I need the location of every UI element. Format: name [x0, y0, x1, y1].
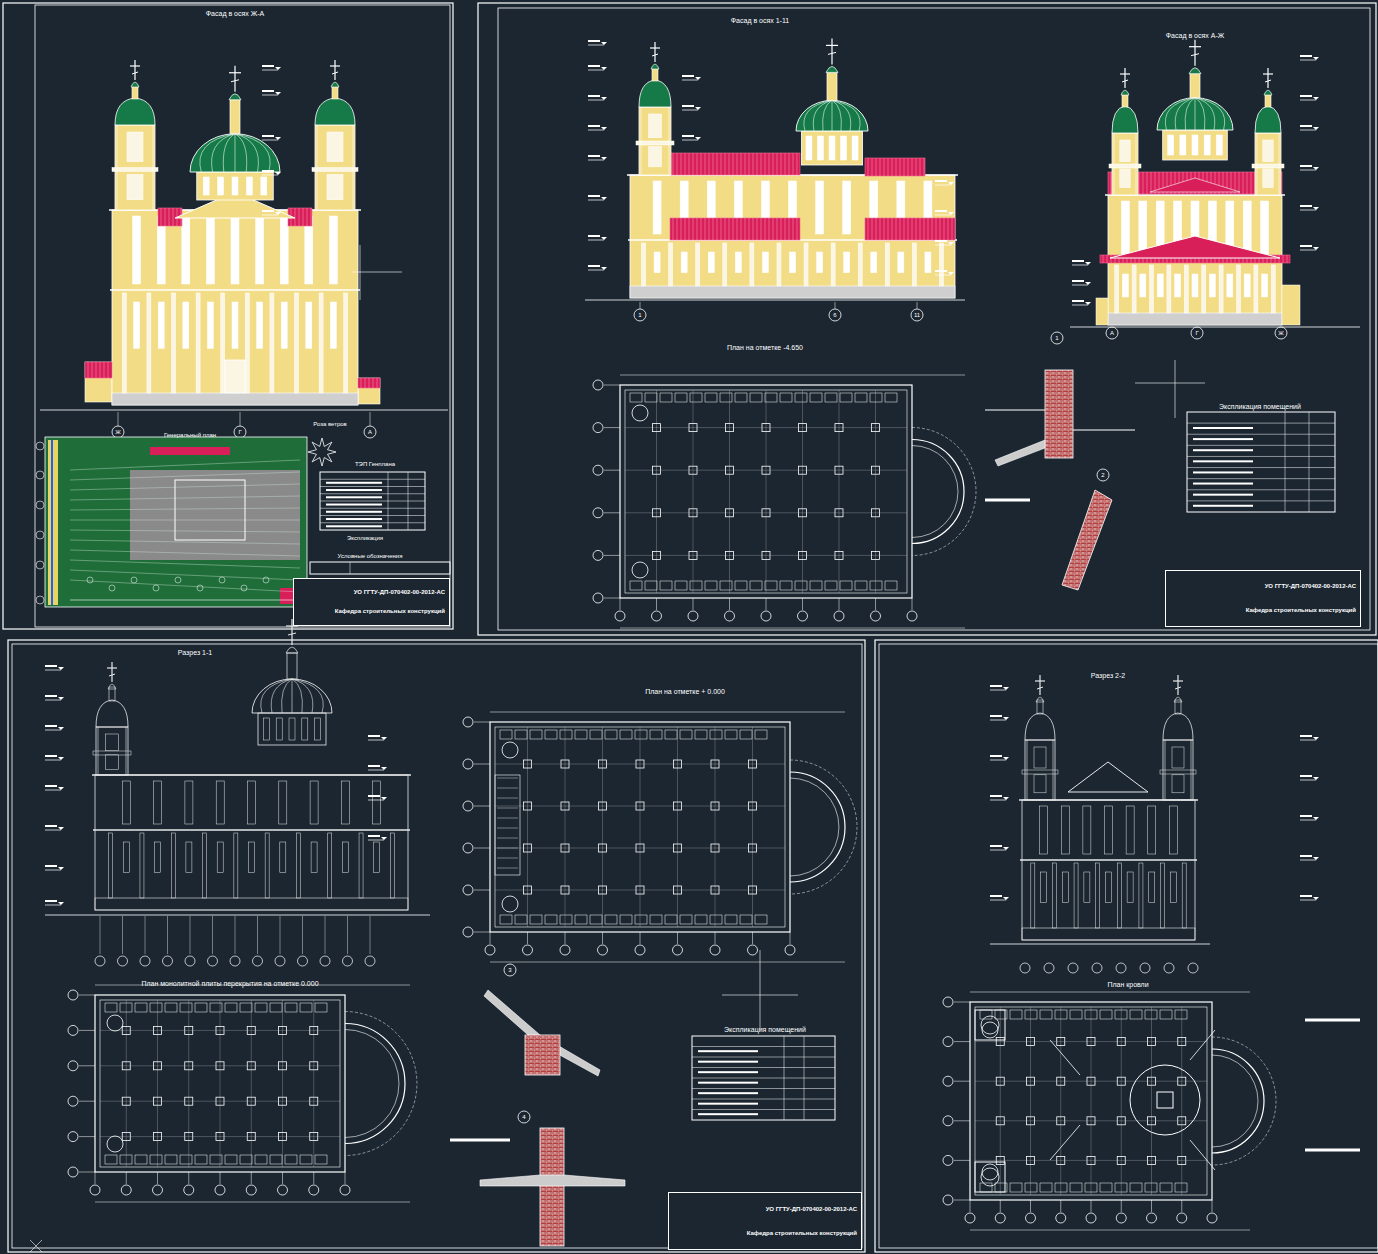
sheet-heading: Фасад в осях 1-11: [731, 17, 789, 24]
side-facade: [585, 38, 965, 321]
axis-mark: 11: [914, 312, 920, 318]
sheet-heading: Экспликация помещений: [1219, 403, 1301, 410]
sheet-heading: Разрез 2-2: [1091, 672, 1125, 679]
roof-plan: [943, 992, 1276, 1230]
document-code: УО ГГТУ-ДП-070402-00-2012-АС: [1265, 583, 1356, 590]
callout-number: 4: [522, 1114, 525, 1120]
callout-number: 2: [1101, 472, 1104, 478]
sheet-heading: Роза ветров: [313, 421, 347, 427]
department-name: Кафедра строительных конструкций: [335, 608, 445, 615]
department-name: Кафедра строительных конструкций: [1246, 607, 1356, 614]
title-block: УО ГГТУ-ДП-070402-00-2012-АС Кафедра стро…: [1165, 570, 1361, 627]
sheet-heading: План на отметке + 0.000: [645, 688, 725, 695]
axis-mark: Ж: [115, 429, 121, 435]
sheet-heading: Фасад в осях Ж-А: [206, 10, 264, 17]
title-block: УО ГГТУ-ДП-070402-00-2012-АС Кафедра стро…: [293, 578, 450, 626]
sheet-heading: Разрез 1-1: [178, 649, 212, 656]
axis-mark: Г: [1195, 330, 1198, 336]
document-code: УО ГГТУ-ДП-070402-00-2012-АС: [766, 1206, 857, 1213]
axis-mark: Ж: [1278, 330, 1284, 336]
sheet-heading: Условные обозначения: [338, 553, 403, 559]
ground-plan: [463, 712, 857, 962]
axis-mark: 6: [833, 312, 836, 318]
main-facade: [40, 60, 448, 438]
tables: [692, 412, 1335, 1120]
sheet-frames: [3, 3, 1378, 1252]
sheet-heading: Генеральный план: [164, 432, 216, 438]
sheet-heading: План кровли: [1107, 981, 1148, 988]
slab-plan: [68, 985, 417, 1202]
department-name: Кафедра строительных конструкций: [747, 1230, 857, 1237]
sheet-heading: Фасад в осях А-Ж: [1166, 32, 1224, 39]
title-block: УО ГГТУ-ДП-070402-00-2012-АС Кафедра стро…: [668, 1192, 862, 1250]
axis-mark: 1: [638, 312, 641, 318]
rear-facade: [1070, 40, 1360, 339]
callout-number: 1: [1055, 335, 1058, 341]
axis-mark: А: [1110, 330, 1114, 336]
sheet-heading: План на отметке -4.650: [727, 344, 803, 351]
section-1-1: [45, 619, 430, 966]
axis-mark: А: [368, 429, 372, 435]
details: [30, 332, 1360, 1252]
sheet-heading: Экспликация: [347, 535, 383, 541]
document-code: УО ГГТУ-ДП-070402-00-2012-АС: [354, 589, 445, 596]
sheet-heading: ТЭП Генплана: [355, 461, 395, 467]
axis-mark: Г: [238, 429, 241, 435]
sheet-heading: План монолитной плиты перекрытия на отме…: [141, 980, 318, 987]
basement-plan: [593, 375, 976, 628]
sheet-heading: Экспликация помещений: [724, 1026, 806, 1033]
stamp-grids: [310, 570, 1197, 1250]
section-2-2: [990, 675, 1319, 973]
callout-number: 3: [508, 967, 511, 973]
